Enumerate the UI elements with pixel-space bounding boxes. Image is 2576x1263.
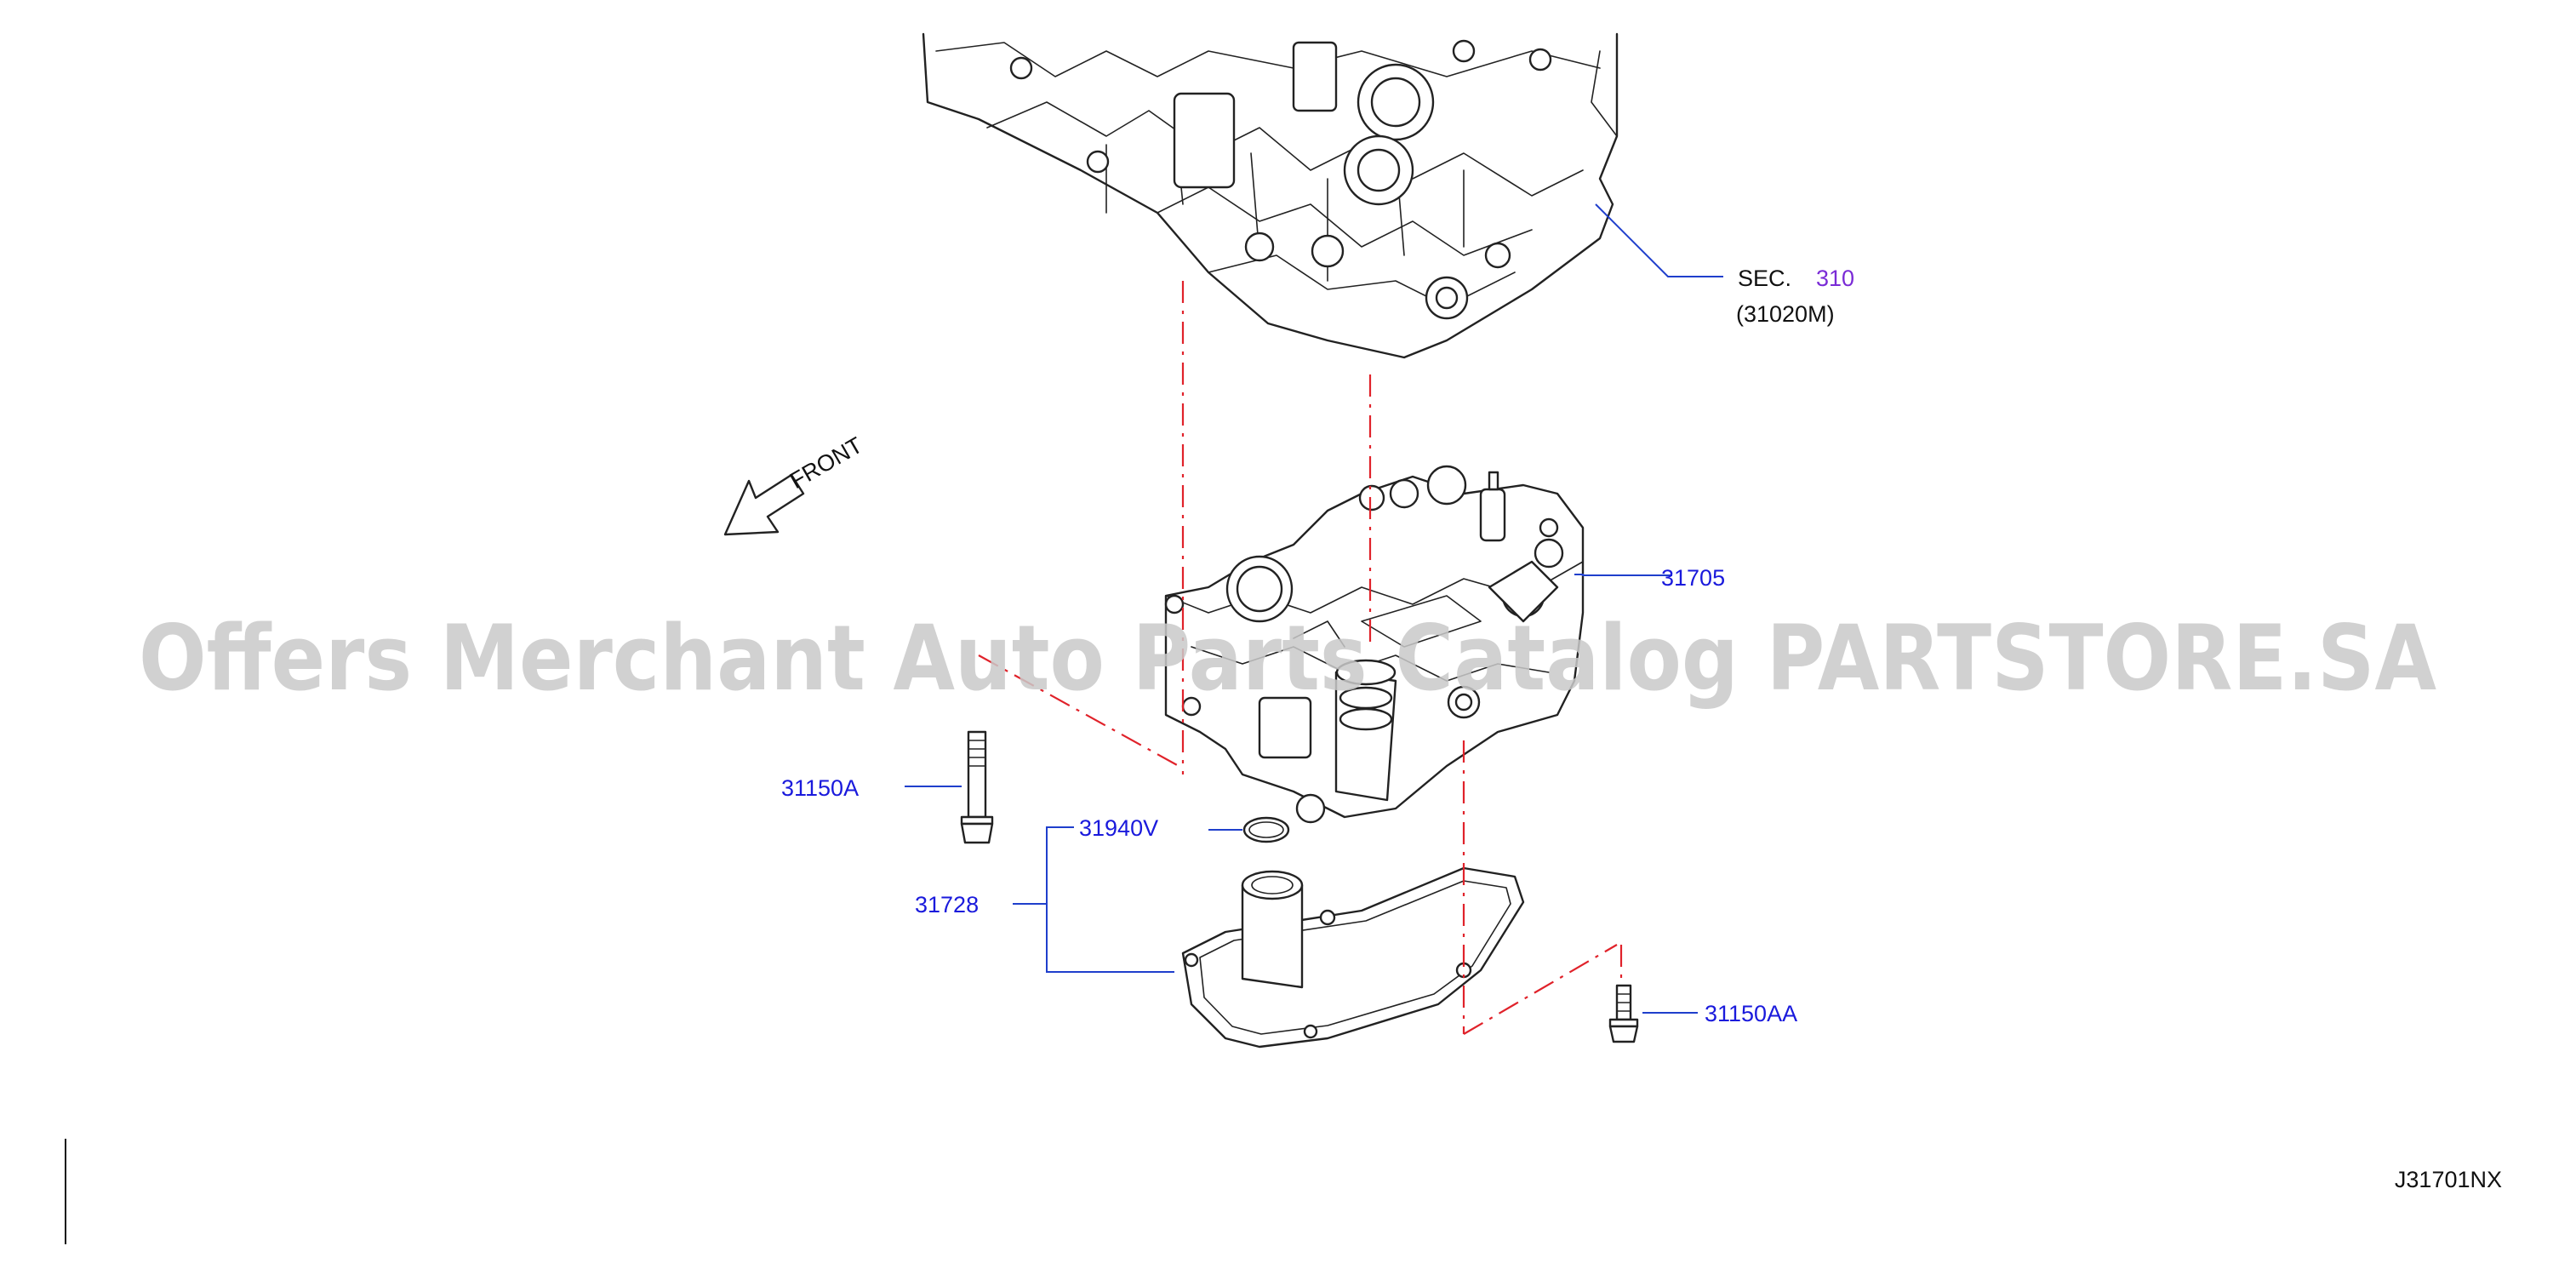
- callout-valve-body[interactable]: 31705: [1661, 565, 1725, 591]
- oil-strainer-drawing: [1181, 866, 1525, 1049]
- watermark-text: Offers Merchant Auto Parts Catalog PARTS…: [139, 606, 2436, 711]
- front-label: FRONT: [785, 432, 867, 494]
- section-number-link[interactable]: 310: [1816, 266, 1854, 291]
- callout-short-bolt[interactable]: 31150AA: [1705, 1001, 1797, 1026]
- callout-long-bolt[interactable]: 31150A: [781, 775, 859, 801]
- callout-oil-strainer[interactable]: 31728: [915, 892, 979, 917]
- long-bolt-drawing: [960, 730, 994, 844]
- section-prefix-label: SEC.: [1738, 266, 1791, 291]
- drawing-code: J31701NX: [2395, 1167, 2502, 1192]
- o-ring-drawing: [1242, 816, 1290, 843]
- short-bolt-drawing: [1608, 984, 1639, 1043]
- section-sub-label: (31020M): [1736, 301, 1835, 327]
- control-valve-body-drawing: [1164, 465, 1585, 824]
- transmission-case-drawing: [922, 32, 1619, 359]
- alignment-center-lines: [978, 281, 1623, 1035]
- callout-o-ring[interactable]: 31940V: [1079, 815, 1158, 841]
- front-direction-arrow: FRONT: [723, 432, 867, 536]
- callout-leader-lines: [905, 203, 1723, 1014]
